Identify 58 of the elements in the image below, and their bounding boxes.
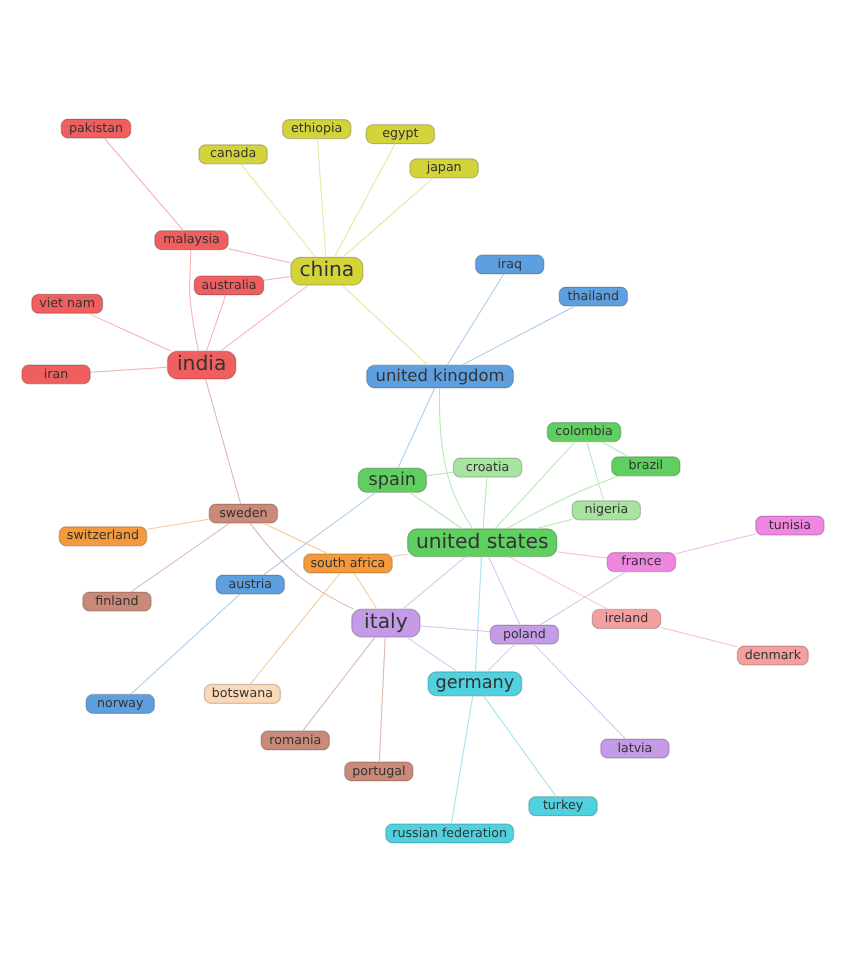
connector [438,386,474,529]
connector [316,137,327,257]
node-box: united kingdom [366,363,515,388]
connector [601,440,630,457]
connector [450,694,474,824]
node-box: united states [406,527,558,557]
connector [220,283,309,351]
connector [103,136,184,231]
connector [446,272,505,365]
connector [263,275,292,280]
connector [483,694,557,797]
connector [228,247,291,263]
connector [506,474,620,529]
connector [556,550,608,558]
connector [240,162,317,257]
node-box: india [166,349,237,379]
connector [249,521,354,609]
node-box: china [290,255,364,285]
connector [486,643,515,672]
connector [205,377,242,504]
connector [475,555,482,672]
connector [90,365,168,372]
connector [508,555,609,609]
connector [533,642,626,739]
connector [378,635,386,762]
connector [409,490,463,529]
connector [406,635,458,671]
connector [426,470,454,476]
connector [262,490,377,575]
connector [660,626,738,647]
connector [397,386,436,468]
connector [494,440,576,529]
connector [341,283,429,365]
connector [302,635,376,731]
connector [249,571,341,684]
connector [391,552,408,557]
connector [488,555,521,625]
node-box: italy [351,607,421,637]
connector [419,624,491,632]
connector [342,176,434,257]
connector [535,517,573,529]
connector [206,293,227,351]
connector [353,571,378,609]
connector [539,570,627,625]
connector [461,304,576,365]
connector [482,475,488,528]
connector [675,532,756,554]
connector [189,248,199,351]
connector [262,521,329,554]
connector [402,555,466,609]
node-box: germany [427,670,523,696]
connector [586,440,605,501]
connector [333,142,396,257]
node-box: spain [357,466,428,492]
connector [130,521,231,592]
connector [87,311,172,351]
connector [130,592,241,694]
connector [146,517,210,529]
